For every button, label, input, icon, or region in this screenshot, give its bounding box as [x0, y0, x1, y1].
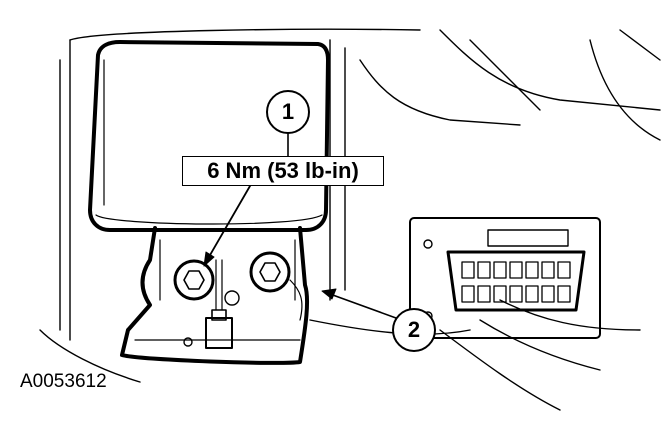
- bolt-right-icon: [249, 251, 291, 293]
- callout-2-circle: [392, 308, 436, 352]
- wire-clip: [183, 259, 233, 349]
- bracket-hole: [224, 290, 240, 306]
- callout-2-arrowhead: [321, 288, 337, 300]
- torque-spec-label: 6 Nm (53 lb-in): [182, 156, 384, 186]
- junction-box: [88, 40, 330, 232]
- callout-2-number: 2: [407, 317, 421, 342]
- torque-leader-line: [205, 185, 251, 263]
- figure-id: A0053612: [20, 371, 107, 392]
- mounting-bracket: [120, 226, 310, 365]
- callout-1-number: 1: [281, 99, 295, 124]
- dash-trim-lines: [39, 28, 661, 411]
- torque-arrowhead: [203, 251, 215, 267]
- bolt-left-icon: [173, 259, 215, 301]
- diagnostic-connector: [409, 217, 601, 339]
- callout-2-leader: [329, 293, 397, 319]
